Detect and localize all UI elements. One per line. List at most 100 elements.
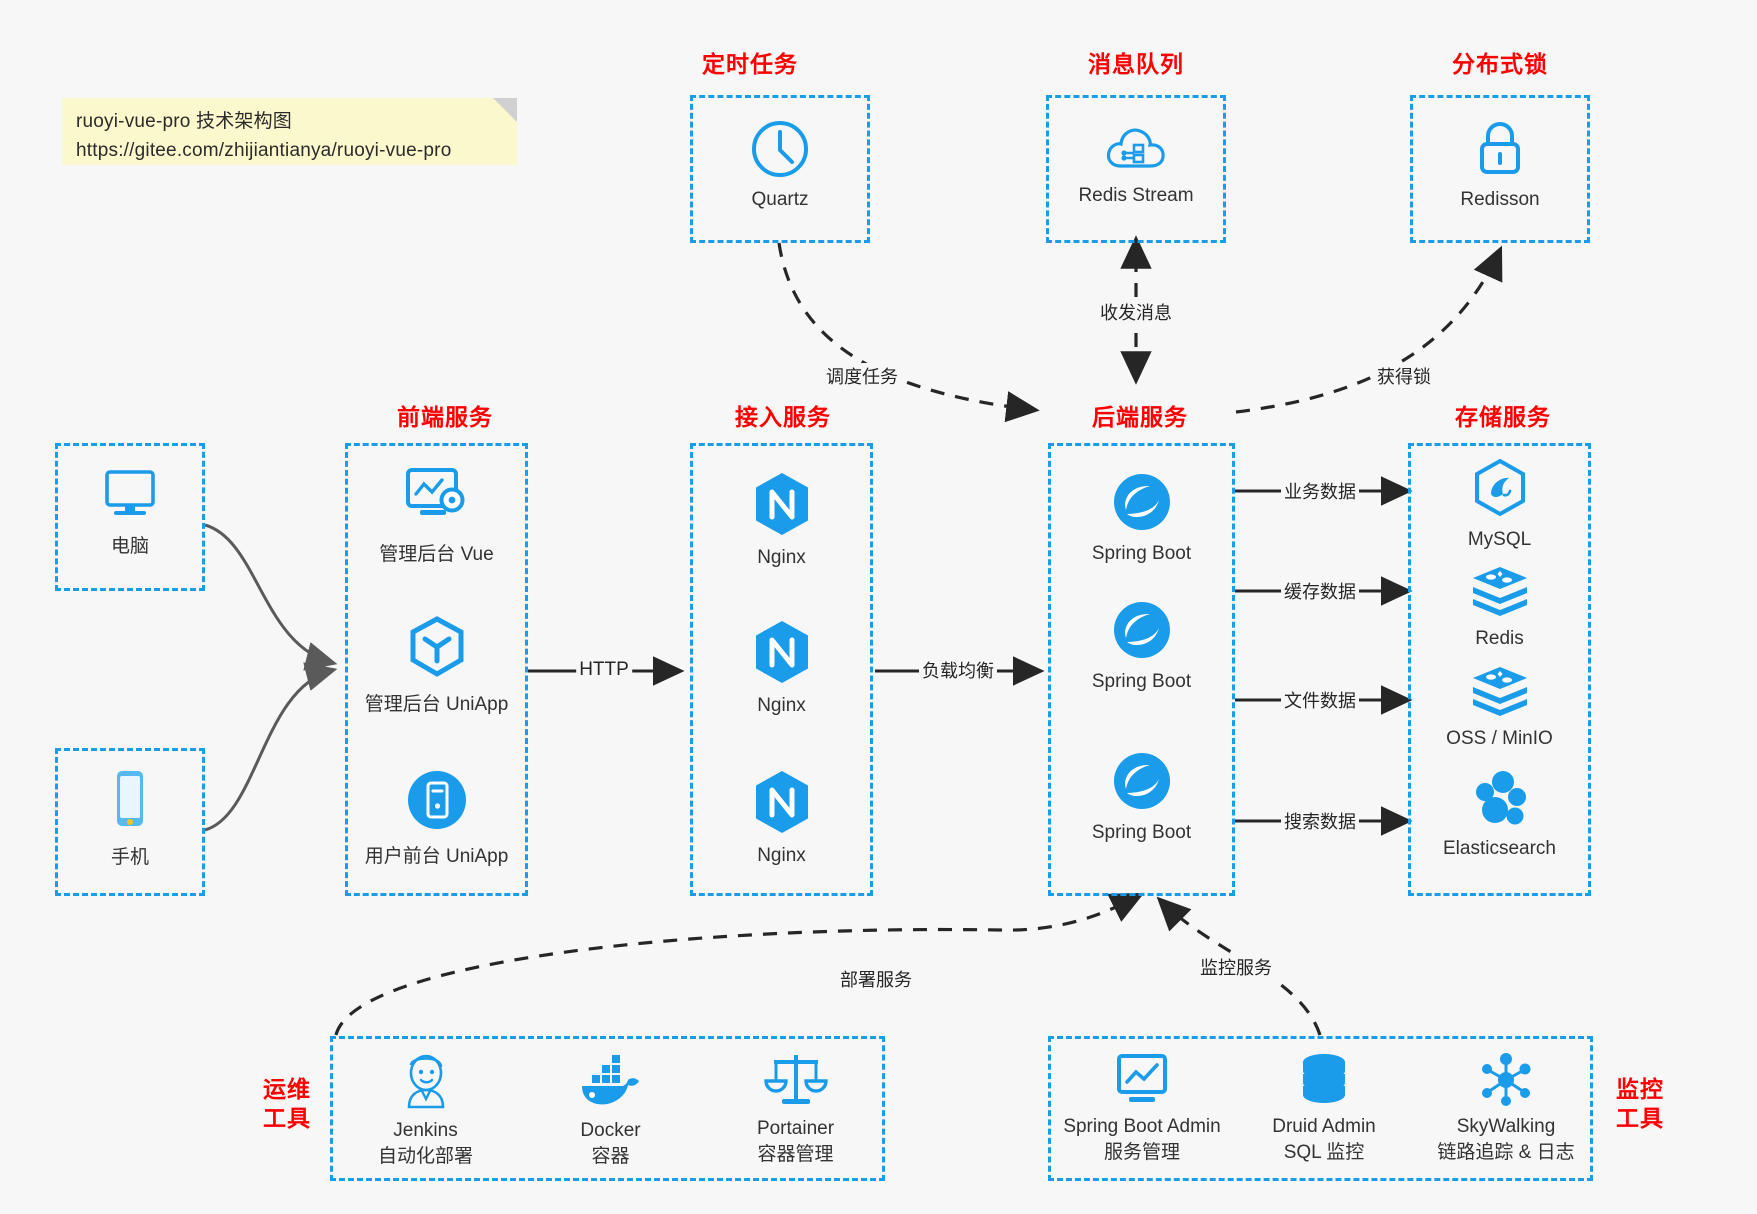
node-skywalking[interactable]: SkyWalking 链路追踪 & 日志	[1415, 1051, 1597, 1165]
lock-icon	[1413, 118, 1587, 185]
group-box-scheduled-task: Quartz	[690, 95, 870, 243]
node-label: OSS / MinIO	[1446, 728, 1553, 749]
node-docker[interactable]: Docker 容器	[518, 1051, 703, 1169]
redis-icon	[1411, 563, 1588, 624]
node-label: 管理后台 UniApp	[364, 694, 509, 715]
group-title-backend: 后端服务	[1092, 404, 1188, 430]
node-oss-minio[interactable]: OSS / MinIO	[1411, 663, 1588, 750]
node-admin-vue[interactable]: 管理后台 Vue	[348, 464, 525, 566]
spring-boot-icon	[1051, 470, 1232, 539]
group-box-client-desktop: 电脑	[55, 443, 205, 591]
node-desc: 自动化部署	[377, 1145, 473, 1167]
jenkins-icon	[333, 1051, 518, 1118]
node-desc: 容器	[591, 1145, 630, 1167]
group-title-devops-line1: 运维	[263, 1076, 311, 1102]
note-fold-icon	[493, 98, 517, 122]
uniapp-cube-icon	[348, 614, 525, 685]
group-title-gateway: 接入服务	[735, 404, 831, 430]
group-box-client-mobile: 手机	[55, 748, 205, 896]
group-box-frontend: 管理后台 Vue 管理后台 UniApp 用户前台 UniApp	[345, 443, 528, 896]
node-nginx-2[interactable]: Nginx	[693, 618, 870, 717]
group-title-frontend: 前端服务	[397, 404, 493, 430]
edge-label-monitor-service: 监控服务	[1197, 954, 1275, 980]
node-redis-stream[interactable]: Redis Stream	[1049, 122, 1223, 207]
group-box-backend: Spring Boot Spring Boot Spring Boot	[1048, 443, 1235, 896]
node-spring-boot-1[interactable]: Spring Boot	[1051, 470, 1232, 565]
edge-label-search-data: 搜索数据	[1281, 808, 1359, 834]
skywalking-icon	[1415, 1051, 1597, 1114]
node-label: Nginx	[757, 547, 806, 568]
node-name: Docker	[580, 1120, 641, 1141]
group-title-monitoring: 监控 工具	[1608, 1075, 1672, 1133]
note-url: https://gitee.com/zhijiantianya/ruoyi-vu…	[76, 139, 452, 161]
cloud-network-icon	[1049, 122, 1223, 181]
edge-label-schedule-task: 调度任务	[823, 363, 901, 389]
node-spring-boot-admin[interactable]: Spring Boot Admin 服务管理	[1051, 1051, 1233, 1165]
edge-label-load-balance: 负载均衡	[919, 657, 997, 683]
docker-icon	[518, 1051, 703, 1118]
node-label: Nginx	[757, 695, 806, 716]
node-redis[interactable]: Redis	[1411, 563, 1588, 650]
group-box-message-queue: Redis Stream	[1046, 95, 1226, 243]
node-quartz[interactable]: Quartz	[693, 118, 867, 211]
desktop-icon	[58, 464, 202, 527]
node-druid-admin[interactable]: Druid Admin SQL 监控	[1233, 1051, 1415, 1165]
group-box-gateway: Nginx Nginx Nginx	[690, 443, 873, 896]
nginx-icon	[693, 768, 870, 841]
node-label: Redis Stream	[1078, 185, 1194, 206]
group-title-devops: 运维 工具	[255, 1075, 319, 1133]
group-title-monitoring-line2: 工具	[1616, 1104, 1664, 1131]
mysql-icon	[1411, 458, 1588, 525]
node-admin-uniapp[interactable]: 管理后台 UniApp	[348, 614, 525, 716]
node-label: 手机	[110, 847, 149, 868]
node-desc: 链路追踪 & 日志	[1437, 1141, 1575, 1163]
node-mobile[interactable]: 手机	[58, 767, 202, 869]
group-box-devops: Jenkins 自动化部署 Docker 容器	[330, 1036, 885, 1181]
node-redisson[interactable]: Redisson	[1413, 118, 1587, 211]
edge-label-http: HTTP	[576, 659, 632, 681]
node-spring-boot-3[interactable]: Spring Boot	[1051, 749, 1232, 844]
nginx-icon	[693, 470, 870, 543]
node-nginx-1[interactable]: Nginx	[693, 470, 870, 569]
group-title-message-queue: 消息队列	[1088, 51, 1184, 77]
edge-label-acquire-lock: 获得锁	[1374, 363, 1434, 389]
group-title-monitoring-line1: 监控	[1616, 1076, 1664, 1102]
node-user-uniapp[interactable]: 用户前台 UniApp	[348, 768, 525, 868]
monitor-chart-icon	[1051, 1051, 1233, 1114]
edge-label-deploy-service: 部署服务	[837, 966, 915, 992]
edge-label-business-data: 业务数据	[1281, 478, 1359, 504]
node-label: MySQL	[1467, 529, 1532, 550]
group-title-storage: 存储服务	[1455, 404, 1551, 430]
node-label: Spring Boot	[1091, 822, 1192, 843]
nginx-icon	[693, 618, 870, 691]
node-spring-boot-2[interactable]: Spring Boot	[1051, 598, 1232, 693]
diagram-note: ruoyi-vue-pro 技术架构图 https://gitee.com/zh…	[62, 98, 517, 165]
node-mysql[interactable]: MySQL	[1411, 458, 1588, 551]
node-name: SkyWalking	[1456, 1116, 1556, 1137]
oss-minio-icon	[1411, 663, 1588, 724]
node-desc: SQL 监控	[1283, 1141, 1365, 1163]
node-desktop[interactable]: 电脑	[58, 464, 202, 558]
group-title-distributed-lock: 分布式锁	[1452, 51, 1548, 77]
node-label: Elasticsearch	[1443, 838, 1556, 859]
node-name: Spring Boot Admin	[1063, 1116, 1221, 1137]
node-label: Nginx	[757, 845, 806, 866]
node-label: Redisson	[1460, 189, 1540, 210]
node-portainer[interactable]: Portainer 容器管理	[703, 1049, 888, 1167]
node-label: Spring Boot	[1091, 671, 1192, 692]
node-name: Druid Admin	[1272, 1116, 1376, 1137]
node-label: 管理后台 Vue	[379, 544, 494, 565]
node-desc: 容器管理	[757, 1143, 834, 1165]
note-title: ruoyi-vue-pro 技术架构图	[76, 111, 293, 132]
node-name: Jenkins	[393, 1120, 458, 1141]
node-nginx-3[interactable]: Nginx	[693, 768, 870, 867]
mobile-phone-icon	[58, 767, 202, 838]
database-icon	[1233, 1051, 1415, 1114]
scales-icon	[703, 1049, 888, 1116]
group-box-monitoring: Spring Boot Admin 服务管理 Druid Admin SQL 监…	[1048, 1036, 1593, 1181]
node-label: Quartz	[751, 189, 809, 210]
node-elasticsearch[interactable]: Elasticsearch	[1411, 769, 1588, 860]
node-jenkins[interactable]: Jenkins 自动化部署	[333, 1051, 518, 1169]
node-label: Redis	[1475, 628, 1524, 649]
